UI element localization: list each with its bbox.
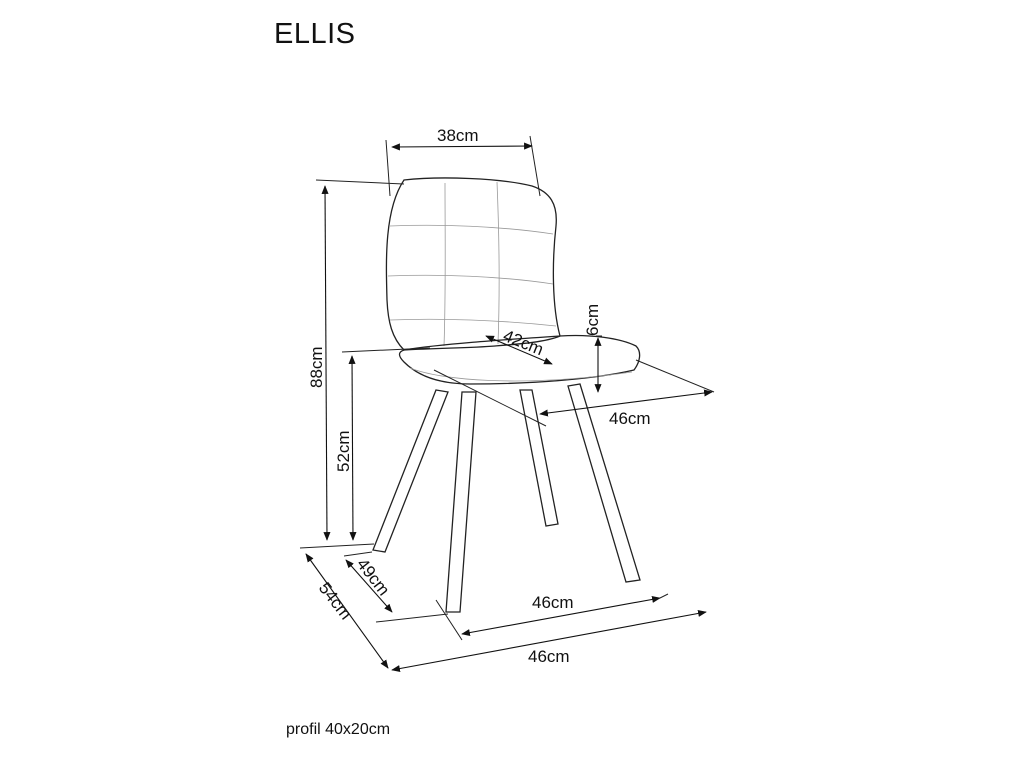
chair-backrest [385,177,561,351]
label-inner-depth: 49cm [353,555,394,599]
dimension-arrows [305,142,713,673]
product-title: ELLIS [274,18,356,50]
label-seat-thickness: 6cm [583,304,602,336]
label-outer-depth: 54cm [315,579,356,623]
label-back-width: 38cm [437,126,479,145]
profile-note: profil 40x20cm [286,721,391,738]
label-inner-width: 46cm [532,593,574,612]
label-outer-width: 46cm [528,647,570,666]
label-total-height: 88cm [307,346,326,388]
label-seat-height: 52cm [334,430,353,472]
label-seat-width: 46cm [609,409,651,428]
label-seat-depth: 42cm [501,326,547,359]
chair-legs [372,383,641,613]
